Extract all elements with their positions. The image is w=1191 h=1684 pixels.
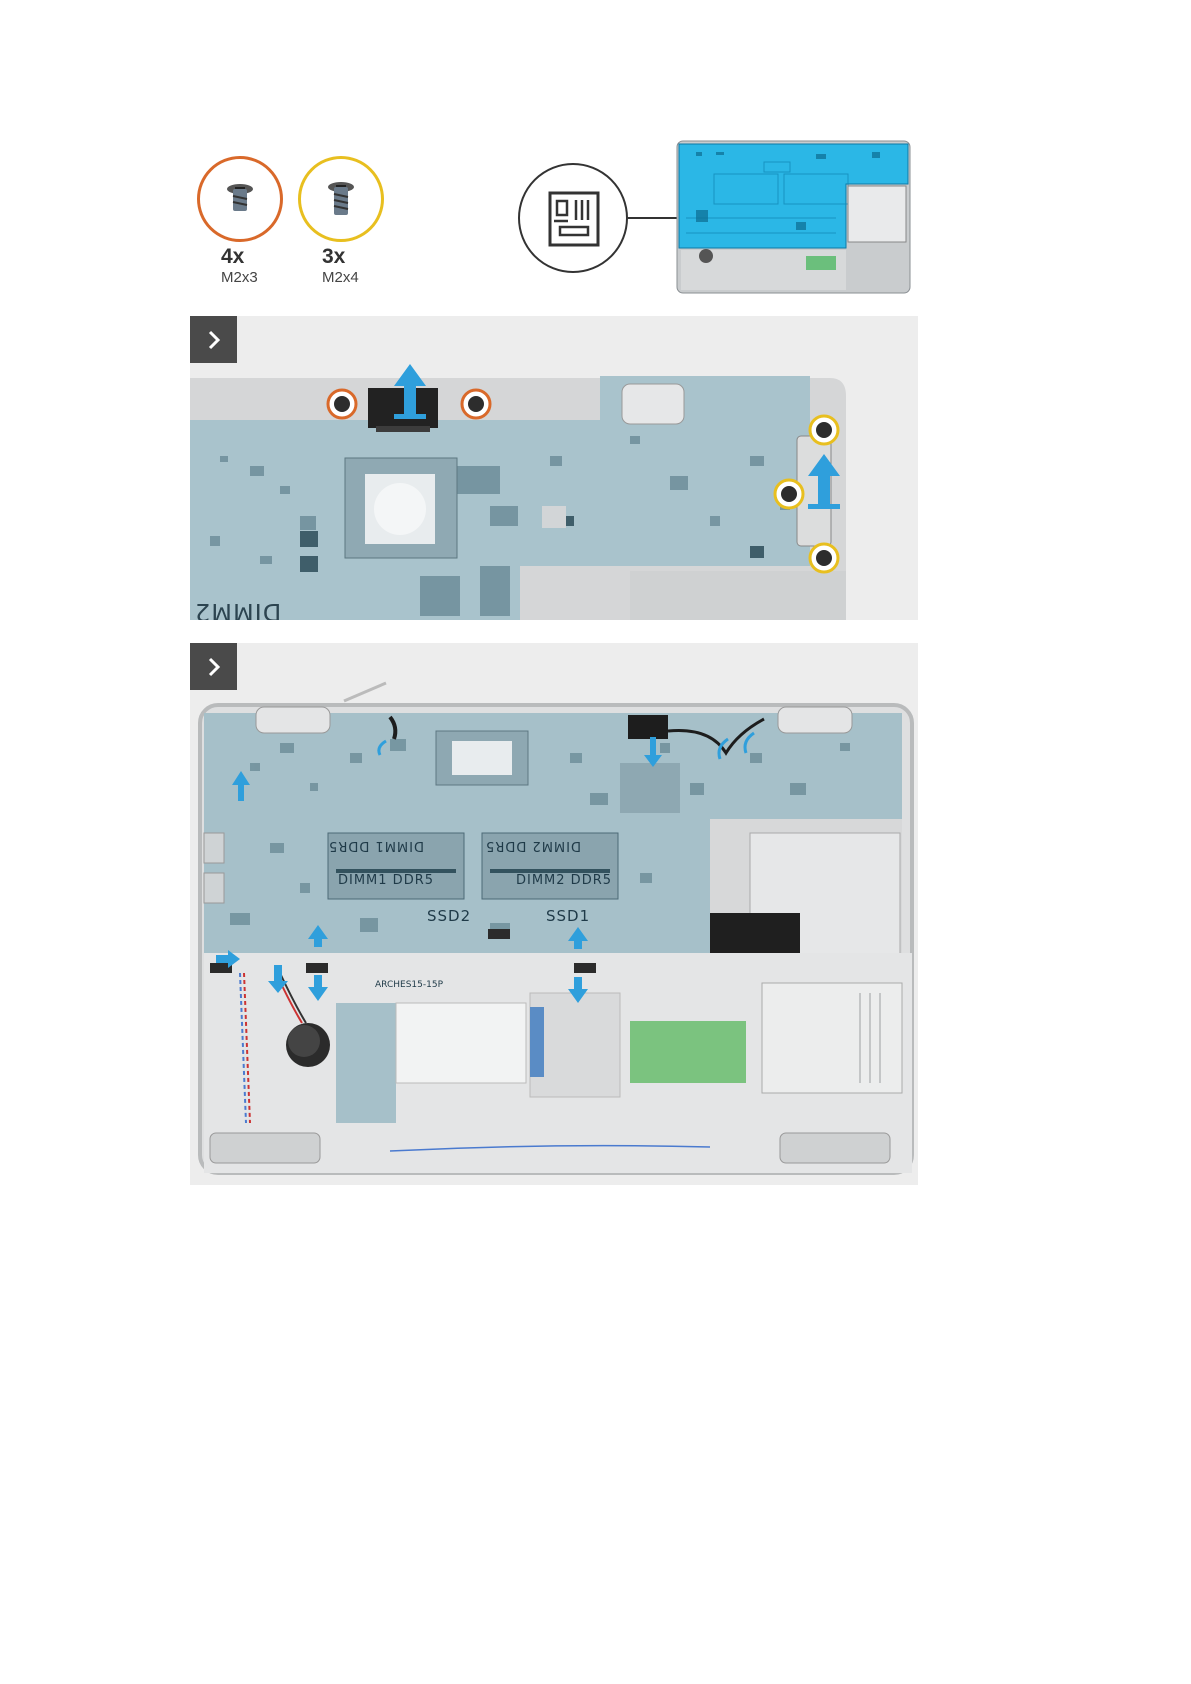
screw-ring-m2x3 [197, 156, 283, 242]
step-2-badge [190, 643, 237, 690]
arrow-icon [568, 977, 588, 1003]
chevron-right-icon [203, 656, 225, 678]
screw-icon [200, 159, 280, 239]
step-1-badge [190, 316, 237, 363]
overview-thumbnail [676, 138, 911, 294]
arrow-icon [644, 737, 662, 767]
lift-arrow-icon [804, 452, 844, 512]
curved-arrow-icon [719, 739, 728, 759]
arrow-icon [308, 975, 328, 1001]
curved-arrow-icon [745, 733, 754, 753]
chevron-right-icon [203, 329, 225, 351]
screw-icon [301, 159, 381, 239]
step-2-panel: DIMM1 DDR5 DIMM2 DDR5 DIMM1 DDR5 DIMM2 D… [190, 643, 918, 1185]
arrow-icon [232, 771, 250, 801]
screw-size: M2x3 [221, 269, 258, 286]
arrow-icon [568, 927, 588, 949]
screw-size: M2x4 [322, 269, 359, 286]
lift-arrow-icon [390, 362, 430, 422]
curved-arrow-icon [379, 741, 386, 755]
screw-count: 4x [221, 245, 244, 269]
arrow-icon [308, 925, 328, 947]
disconnect-arrows [190, 643, 918, 1185]
step-1-panel: DIMM2 [190, 316, 918, 620]
screw-ring-m2x4 [298, 156, 384, 242]
screw-count: 3x [322, 245, 345, 269]
arrow-icon [216, 950, 240, 968]
dimm2-label: DIMM2 [194, 598, 281, 620]
system-board-icon [518, 163, 628, 273]
arrow-icon [268, 965, 288, 993]
